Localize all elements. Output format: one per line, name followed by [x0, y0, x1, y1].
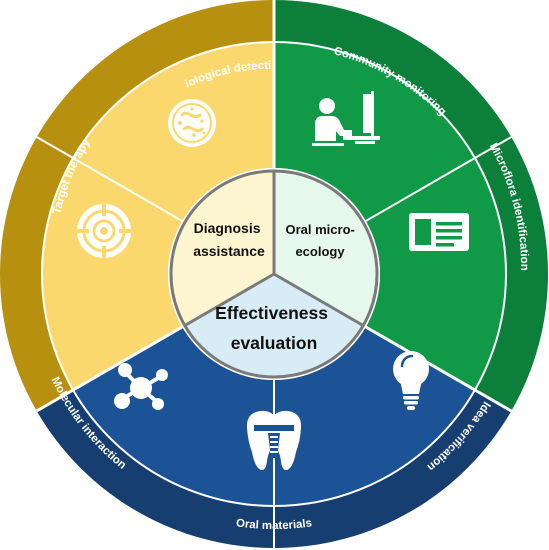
molecule-icon	[114, 363, 168, 410]
bacteria-dish-icon	[168, 99, 216, 147]
lightbulb-icon	[393, 351, 429, 410]
divider-line	[365, 325, 513, 413]
diagnosis-assistance-label: Diagnosis assistance	[193, 220, 265, 259]
band-separator-ring	[41, 41, 507, 507]
effectiveness-evaluation-label: Effectiveness evaluation	[215, 303, 333, 353]
center-circle	[168, 168, 380, 380]
outer-sector-gold	[0, 0, 274, 411]
dental-crown-icon	[246, 410, 302, 471]
target-icon	[77, 204, 131, 258]
middle-sector-gold	[42, 42, 275, 390]
divider-line	[36, 136, 183, 222]
person-at-computer-icon	[312, 91, 380, 146]
oral-materials-label: Oral materials	[235, 517, 312, 532]
center-sector-diagnosis	[170, 171, 274, 326]
outer-sector-blue	[36, 390, 512, 548]
center-sector-oral-microecology	[274, 171, 377, 326]
sector-dividers	[35, 0, 513, 548]
oral-microecology-label: Oral micro- ecology	[286, 222, 359, 259]
id-card-icon	[409, 213, 469, 251]
divider-line	[365, 136, 512, 222]
outer-sector-green	[274, 0, 548, 411]
divider-line	[35, 325, 183, 413]
